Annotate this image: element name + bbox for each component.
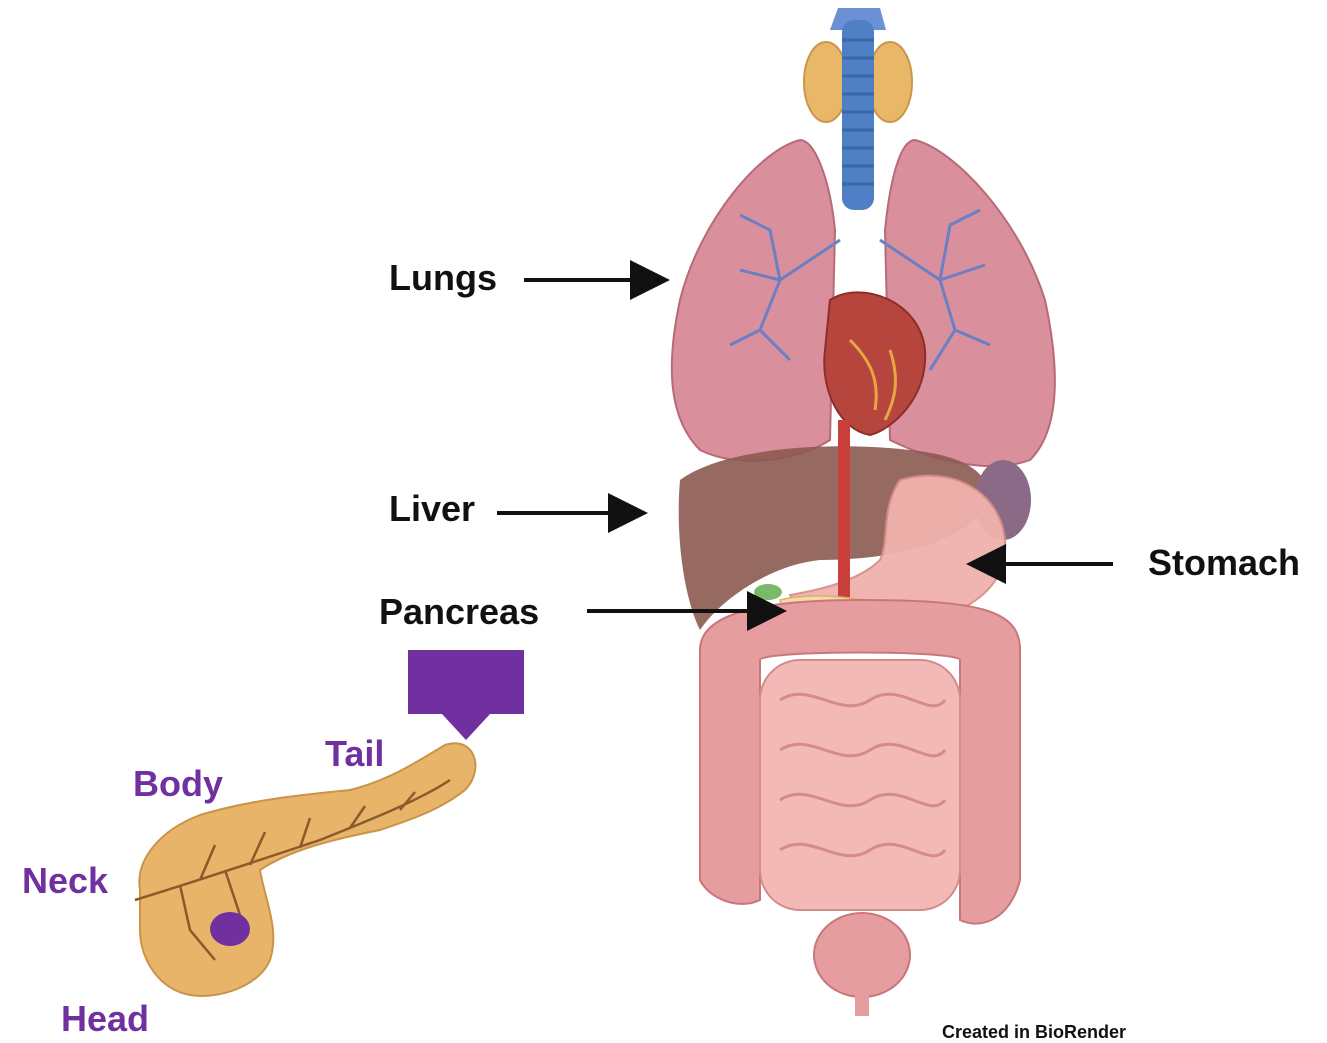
callout-down-arrow [408, 650, 524, 740]
head-marker [210, 912, 250, 946]
trachea [842, 20, 874, 210]
neck-label: Neck [22, 860, 108, 902]
head-label: Head [61, 998, 149, 1040]
body-label: Body [133, 763, 223, 805]
pancreas-label: Pancreas [379, 591, 539, 633]
stomach-label: Stomach [1148, 542, 1300, 584]
lungs-label: Lungs [389, 257, 497, 299]
body-organs-illustration [672, 8, 1055, 1016]
bladder [814, 913, 910, 1016]
gallbladder [754, 584, 782, 600]
liver-label: Liver [389, 488, 475, 530]
credit-text: Created in BioRender [942, 1022, 1126, 1043]
tail-label: Tail [325, 733, 384, 775]
small-intestine [760, 660, 960, 910]
